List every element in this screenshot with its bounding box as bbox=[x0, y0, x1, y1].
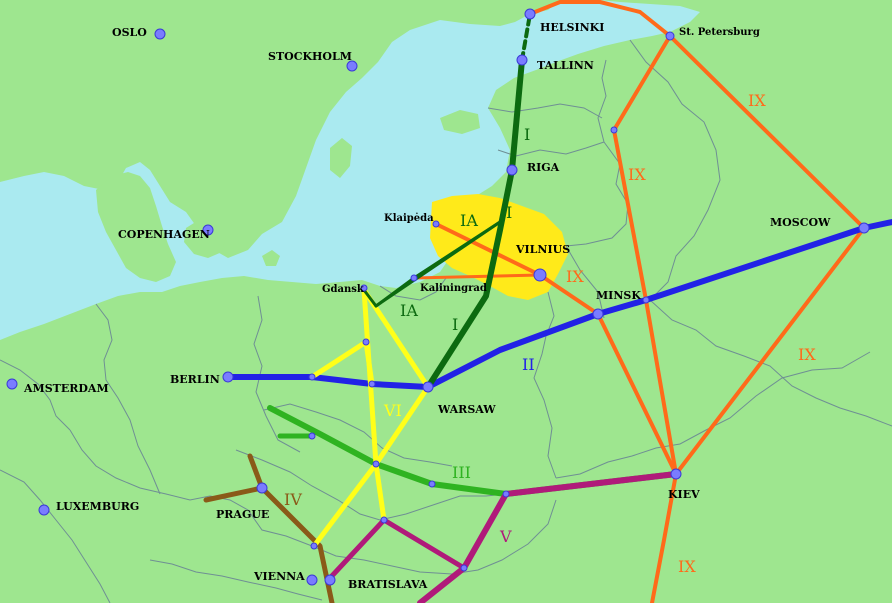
label-vilnius: VILNIUS bbox=[515, 243, 570, 256]
label-st-petersburg: St. Petersburg bbox=[679, 27, 760, 38]
node-luxemburg bbox=[38, 504, 50, 516]
corridor-label-IX-mid: IX bbox=[628, 165, 646, 184]
node-krakow bbox=[428, 480, 436, 488]
corridor-label-V: V bbox=[499, 527, 512, 546]
corridor-I-ferry-helsinki bbox=[520, 12, 532, 62]
node-helsinki bbox=[524, 8, 536, 20]
corridor-IX-branch-south bbox=[650, 472, 678, 603]
node-st-petersburg bbox=[665, 31, 675, 41]
node-bratislava bbox=[324, 574, 336, 586]
node-kiev bbox=[670, 468, 682, 480]
corridor-label-I-lithuania: I bbox=[506, 203, 512, 222]
corridor-labels: I I I IA IA II III IV V VI IX IX IX IX I… bbox=[284, 91, 816, 576]
land-denmark bbox=[96, 172, 176, 282]
node-warsaw bbox=[422, 381, 434, 393]
label-minsk: MINSK bbox=[596, 289, 641, 302]
label-oslo: OSLO bbox=[112, 26, 147, 39]
node-stockholm bbox=[346, 60, 358, 72]
label-prague: PRAGUE bbox=[216, 508, 269, 521]
node-vienna bbox=[306, 574, 318, 586]
city-nodes bbox=[6, 8, 870, 586]
node-zilina bbox=[380, 516, 388, 524]
corridor-label-IX-south: IX bbox=[678, 557, 696, 576]
label-gdansk: Gdansk bbox=[322, 284, 365, 295]
corridor-label-I-riga: I bbox=[524, 125, 530, 144]
label-klaipeda: Klaipėda bbox=[384, 213, 434, 224]
corridor-IV-branch bbox=[247, 453, 265, 491]
node-berlin bbox=[222, 371, 234, 383]
corridor-IV-route bbox=[203, 485, 335, 603]
label-vienna: VIENNA bbox=[253, 570, 305, 583]
label-tallinn: TALLINN bbox=[537, 59, 594, 72]
corridor-label-II: II bbox=[522, 355, 535, 374]
node-poznan bbox=[308, 373, 316, 381]
node-tallinn bbox=[516, 54, 528, 66]
corridor-IX-branch-west bbox=[612, 34, 678, 476]
label-kiev: KIEV bbox=[668, 488, 700, 501]
label-moscow: MOSCOW bbox=[770, 216, 831, 229]
node-katowice bbox=[372, 460, 380, 468]
corridor-label-IA-lithuania: IA bbox=[460, 211, 478, 230]
node-prague bbox=[256, 482, 268, 494]
corridor-IX-branch-kaliningrad bbox=[412, 273, 542, 280]
corridor-label-IX-vilnius: IX bbox=[566, 267, 584, 286]
corridor-label-III: III bbox=[452, 463, 471, 482]
land-saaremaa bbox=[440, 110, 480, 134]
node-kosice bbox=[460, 564, 468, 572]
land-zealand bbox=[184, 218, 226, 258]
node-lviv bbox=[502, 490, 510, 498]
label-amsterdam: AMSTERDAM bbox=[23, 382, 109, 395]
corridor-label-VI: VI bbox=[383, 401, 402, 420]
label-stockholm: STOCKHOLM bbox=[268, 50, 352, 63]
node-vilnius bbox=[533, 268, 547, 282]
node-orsha bbox=[642, 296, 650, 304]
corridor-IX-branch-klaipeda bbox=[434, 222, 678, 476]
corridor-label-IA-poland: IA bbox=[400, 301, 418, 320]
node-oslo bbox=[154, 28, 166, 40]
label-bratislava: BRATISLAVA bbox=[348, 578, 428, 591]
node-pskov bbox=[610, 126, 618, 134]
corridor-label-IX-north: IX bbox=[748, 91, 766, 110]
label-berlin: BERLIN bbox=[170, 373, 220, 386]
land-scandinavia bbox=[0, 0, 560, 258]
node-moscow bbox=[858, 222, 870, 234]
corridor-label-IX-east: IX bbox=[798, 345, 816, 364]
node-gdansk bbox=[360, 284, 368, 292]
corridor-label-IV: IV bbox=[284, 490, 302, 509]
node-minsk bbox=[592, 308, 604, 320]
label-copenhagen: COPENHAGEN bbox=[118, 228, 210, 241]
corridor-I-route bbox=[425, 57, 525, 390]
city-labels: OSLO STOCKHOLM HELSINKI St. Petersburg T… bbox=[23, 21, 831, 591]
corridor-VI-branch-warsaw bbox=[311, 287, 431, 549]
corridor-V-route bbox=[417, 471, 679, 603]
corridor-II-route bbox=[225, 219, 892, 390]
label-helsinki: HELSINKI bbox=[540, 21, 604, 34]
node-kaliningrad bbox=[410, 274, 418, 282]
node-wroclaw bbox=[308, 432, 316, 440]
label-riga: RIGA bbox=[527, 161, 560, 174]
land-gotland bbox=[330, 138, 352, 178]
corridor-label-I-poland: I bbox=[452, 315, 458, 334]
node-bydgoszcz bbox=[362, 338, 370, 346]
label-luxemburg: LUXEMBURG bbox=[56, 500, 139, 513]
label-kaliningrad: Kaliningrad bbox=[420, 283, 487, 294]
corridor-IA-branch bbox=[374, 220, 502, 308]
node-riga bbox=[506, 164, 518, 176]
node-copenhagen bbox=[202, 224, 214, 236]
node-lodz bbox=[368, 380, 376, 388]
node-klaipeda bbox=[432, 220, 440, 228]
land-bornholm bbox=[262, 250, 280, 266]
label-warsaw: WARSAW bbox=[437, 403, 496, 416]
node-brno bbox=[310, 542, 318, 550]
node-amsterdam bbox=[6, 378, 18, 390]
